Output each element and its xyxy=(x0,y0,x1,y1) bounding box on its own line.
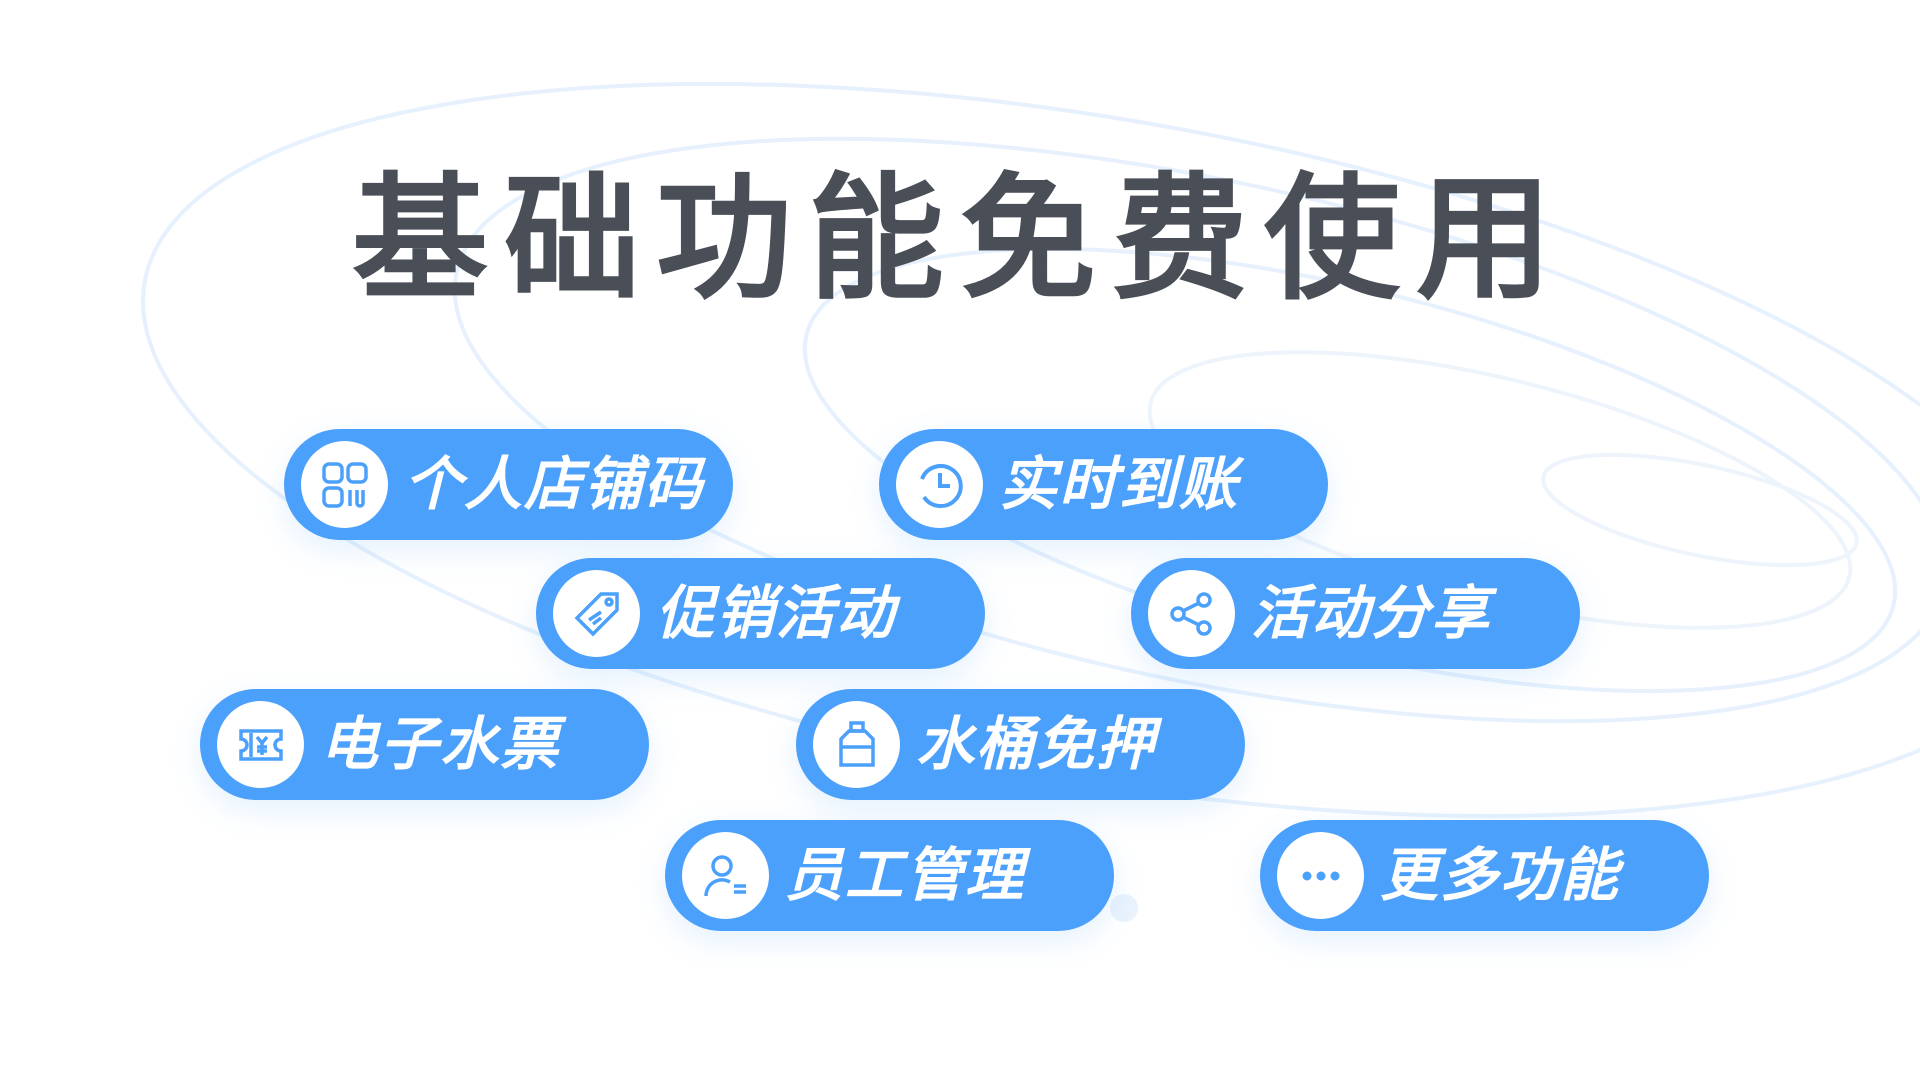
feature-label: 个人店铺码 xyxy=(404,450,705,518)
feature-e-water-ticket[interactable]: 电子水票 xyxy=(200,689,649,800)
tag-icon xyxy=(553,570,640,657)
staff-icon xyxy=(682,832,769,919)
qr-code-icon xyxy=(301,441,388,528)
feature-staff-management[interactable]: 员工管理 xyxy=(665,820,1114,931)
feature-label: 电子水票 xyxy=(320,710,561,778)
feature-more[interactable]: 更多功能 xyxy=(1260,820,1709,931)
feature-label: 促销活动 xyxy=(656,579,897,647)
feature-activity-share[interactable]: 活动分享 xyxy=(1131,558,1580,669)
share-icon xyxy=(1148,570,1235,657)
page-title: 基础功能免费使用 xyxy=(352,161,1568,319)
feature-realtime-payment[interactable]: 实时到账 xyxy=(879,429,1328,540)
feature-promotion[interactable]: 促销活动 xyxy=(536,558,985,669)
feature-label: 实时到账 xyxy=(999,450,1240,518)
feature-label: 活动分享 xyxy=(1251,579,1492,647)
more-icon xyxy=(1277,832,1364,919)
feature-label: 水桶免押 xyxy=(916,710,1157,778)
water-bucket-icon xyxy=(813,701,900,788)
feature-label: 员工管理 xyxy=(785,841,1026,909)
feature-store-qr-code[interactable]: 个人店铺码 xyxy=(284,429,733,540)
feature-bucket-deposit-free[interactable]: 水桶免押 xyxy=(796,689,1245,800)
ticket-icon xyxy=(217,701,304,788)
feature-label: 更多功能 xyxy=(1380,841,1621,909)
clock-icon xyxy=(896,441,983,528)
